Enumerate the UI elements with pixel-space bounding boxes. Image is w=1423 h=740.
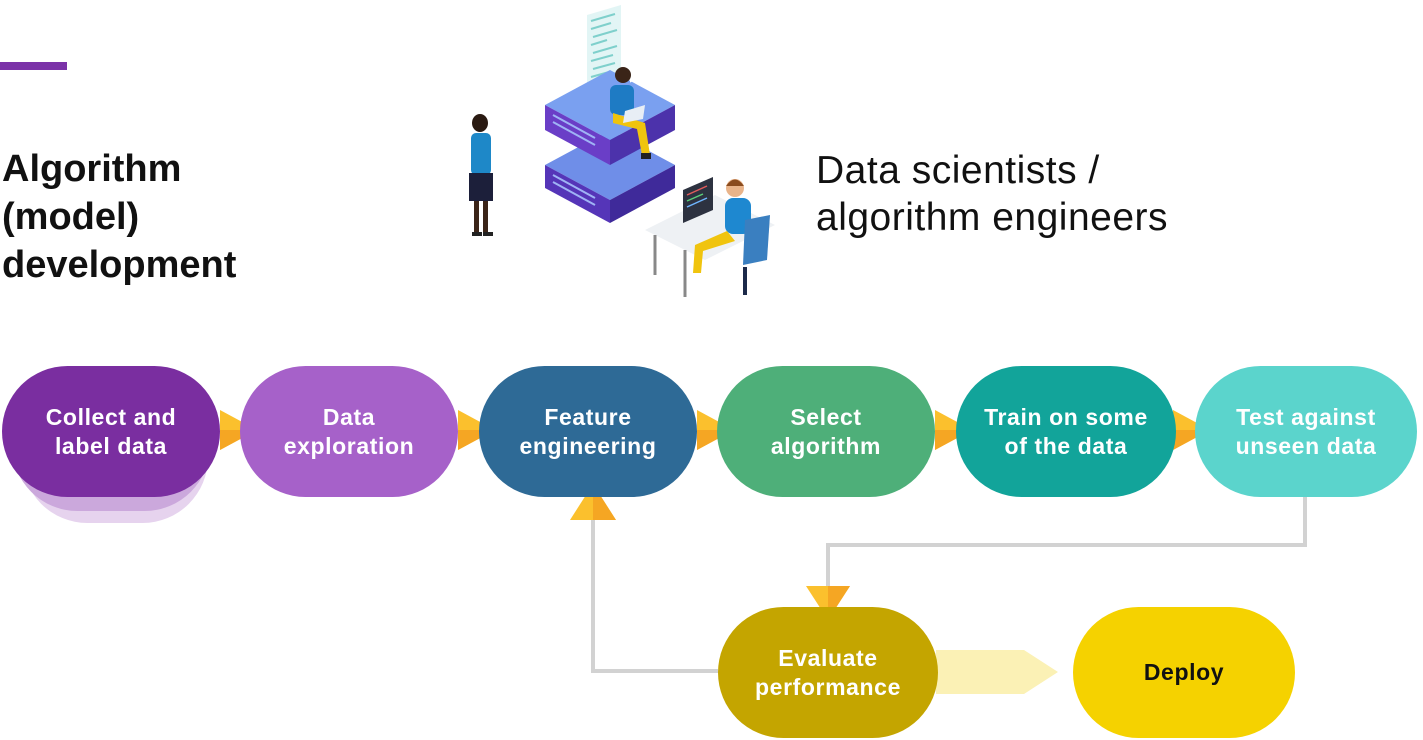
step-label: Deploy xyxy=(1143,659,1225,685)
step-evaluate-performance: Evaluate performance xyxy=(718,607,938,738)
code-screen-icon xyxy=(587,5,621,87)
title-line-2: (model) xyxy=(2,196,140,238)
data-scientists-illustration xyxy=(469,5,775,297)
step-label: engineering xyxy=(519,432,657,459)
step-data-exploration: Data exploration xyxy=(240,366,458,497)
step-test-unseen-data: Test against unseen data xyxy=(1195,366,1417,497)
step-label: label data xyxy=(54,432,168,459)
person-at-desk-icon xyxy=(645,177,775,297)
title-line-3: development xyxy=(2,244,237,286)
step-label: Train on some xyxy=(984,403,1148,430)
step-label: unseen data xyxy=(1235,432,1377,459)
step-label: performance xyxy=(755,673,901,700)
test-to-evaluate-connector xyxy=(826,496,1307,590)
step-select-algorithm: Select algorithm xyxy=(717,366,935,497)
title-line-1: Algorithm xyxy=(2,148,182,190)
subtitle-line-2: algorithm engineers xyxy=(816,196,1169,239)
step-label: Feature xyxy=(544,403,632,430)
step-label: Select xyxy=(790,403,862,430)
evaluate-to-deploy-arrow xyxy=(936,650,1058,694)
standing-woman-icon xyxy=(469,114,493,236)
role-subtitle: Data scientists / algorithm engineers xyxy=(816,147,1376,241)
accent-bar xyxy=(0,62,67,70)
step-label: algorithm xyxy=(770,432,882,459)
step-feature-engineering: Feature engineering xyxy=(479,366,697,497)
page-title: Algorithm (model) development xyxy=(2,145,322,289)
subtitle-line-1: Data scientists / xyxy=(816,149,1100,192)
step-label: Test against xyxy=(1236,403,1376,430)
step-label: Data xyxy=(322,403,376,430)
step-label: Evaluate xyxy=(778,644,878,671)
person-with-laptop-icon xyxy=(610,67,651,159)
step-collect-label-data: Collect and label data xyxy=(2,366,220,497)
feedback-connector xyxy=(591,520,718,673)
step-train-on-data: Train on some of the data xyxy=(956,366,1176,497)
step-label: exploration xyxy=(283,432,415,459)
step-label: Collect and xyxy=(45,403,177,430)
step-label: of the data xyxy=(1004,432,1128,459)
step-deploy: Deploy xyxy=(1073,607,1295,738)
